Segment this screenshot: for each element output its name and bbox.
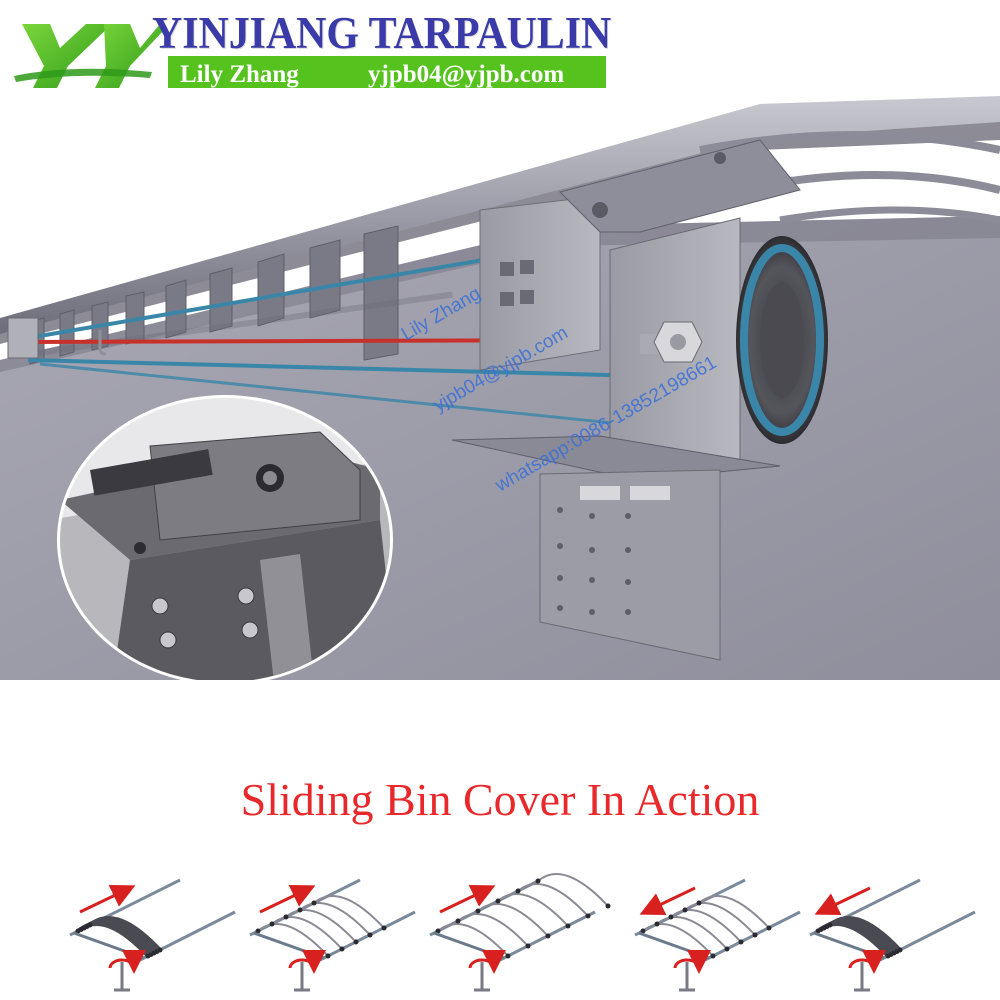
step-front-bar	[433, 931, 505, 960]
step-bow-joint	[682, 907, 688, 913]
step-bow-joint	[269, 921, 275, 927]
step-bow	[537, 873, 609, 907]
top-rail-pipe	[0, 96, 1000, 334]
step-arrow-right	[79, 884, 136, 914]
step-rail-front	[704, 910, 801, 962]
step-3-diagram	[429, 873, 611, 992]
detail-inset	[60, 398, 390, 680]
rail-brackets	[29, 225, 399, 365]
step-bow-joint	[710, 953, 716, 959]
step-bow-joint	[654, 921, 660, 927]
step-bow-joint	[311, 900, 317, 906]
step-bow-joint	[297, 907, 303, 913]
step-front-bar	[638, 931, 710, 960]
yj-logo-icon	[14, 24, 164, 90]
step-bow-joint	[766, 925, 772, 931]
step-bow-joint	[495, 898, 501, 904]
step-bow-joint	[515, 888, 521, 894]
step-bow	[698, 895, 770, 929]
step-bow-joint	[585, 913, 591, 919]
step-bow-joint	[353, 939, 359, 945]
step-arrow-right	[439, 884, 496, 914]
step-bow	[457, 913, 529, 947]
step-bow	[299, 902, 371, 936]
caption: Sliding Bin Cover In Action	[240, 774, 760, 825]
step-bow-joint	[157, 947, 163, 953]
mounting-plate	[539, 469, 721, 661]
step-bow	[271, 916, 343, 950]
step-bow	[670, 909, 742, 943]
step-front-bar	[253, 931, 325, 960]
step-4-diagram	[634, 878, 801, 992]
step-bow-joint	[545, 933, 551, 939]
step-bow-joint	[87, 922, 93, 928]
step-bow-joint	[339, 946, 345, 952]
step-arrow-left	[814, 886, 871, 916]
step-crank-arrow	[848, 949, 886, 974]
drive-unit	[7, 317, 39, 359]
step-bow-joint	[696, 900, 702, 906]
step-crank-arrow	[673, 949, 711, 974]
step-bow-joint	[752, 932, 758, 938]
step-bow-joint	[897, 947, 903, 953]
step-bow-joint	[381, 925, 387, 931]
step-bow-joint	[724, 946, 730, 952]
step-bow-joint	[605, 903, 611, 909]
step-crank-arrow	[108, 949, 146, 974]
step-arrow-right	[259, 884, 316, 914]
step-bow-joint	[565, 923, 571, 929]
step-bow	[497, 893, 569, 927]
step-bow	[684, 902, 756, 936]
step-5-diagram	[809, 878, 976, 992]
step-bow-joint	[640, 928, 646, 934]
bin-cover-rail-illustration	[0, 88, 1000, 680]
step-bow-joint	[525, 943, 531, 949]
step-bow-joint	[325, 953, 331, 959]
step-bow-joint	[367, 932, 373, 938]
step-bow-joint	[435, 928, 441, 934]
step-bow-joint	[455, 918, 461, 924]
pulley-bracket-block	[479, 195, 601, 371]
step-crank-arrow	[468, 949, 506, 974]
step-bow	[828, 916, 902, 952]
step-bow	[88, 916, 162, 952]
step-bow	[285, 909, 357, 943]
step-bow	[656, 916, 728, 950]
step-bow	[477, 903, 549, 937]
step-bow	[642, 923, 714, 957]
step-bow-joint	[535, 878, 541, 884]
step-crank-arrow	[288, 949, 326, 974]
operation-steps	[69, 873, 976, 992]
step-2-diagram	[249, 878, 416, 992]
step-bow	[437, 923, 509, 957]
step-bow-joint	[505, 953, 511, 959]
step-bow-joint	[255, 928, 261, 934]
step-bow	[257, 923, 329, 957]
contact-email: yjpb04@yjpb.com	[368, 61, 565, 88]
step-bow	[313, 895, 385, 929]
company-name: YINJIANG TARPAULIN	[152, 8, 612, 58]
step-1-diagram	[69, 878, 236, 992]
step-bow-joint	[738, 939, 744, 945]
step-bow	[517, 883, 589, 917]
step-bow-joint	[475, 908, 481, 914]
step-bow-joint	[827, 922, 833, 928]
step-arrow-left	[639, 886, 696, 916]
step-bow-joint	[283, 914, 289, 920]
step-bow-joint	[668, 914, 674, 920]
contact-name: Lily Zhang	[180, 61, 299, 88]
contact-bar: Lily Zhang yjpb04@yjpb.com	[168, 56, 606, 94]
step-rail-front	[319, 910, 416, 962]
